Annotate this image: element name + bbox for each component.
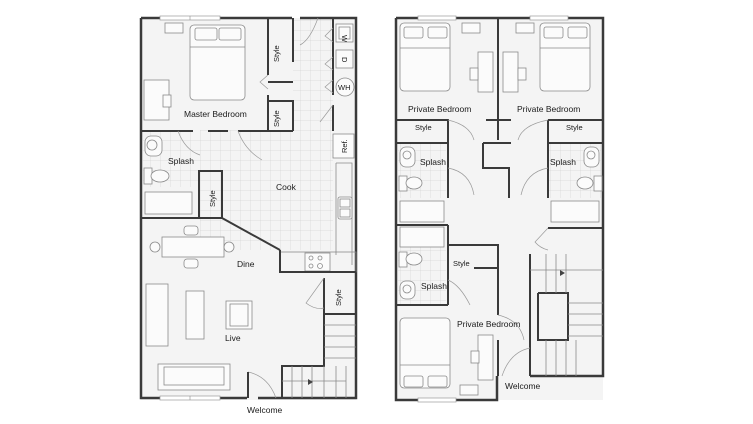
room-label-splash: Splash [168, 156, 194, 166]
room-label-style-closet-1: Style [272, 45, 281, 62]
bed [539, 22, 591, 92]
room-label-cook: Cook [276, 182, 297, 192]
room-label-style-hall: Style [208, 190, 217, 207]
bed [189, 24, 246, 101]
room-label-private-bedroom-3: Private Bedroom [457, 319, 520, 329]
first-floor-plan: Master Bedroom Style Style Splash Style … [139, 15, 358, 415]
room-label-splash-2: Splash [550, 157, 576, 167]
room-label-dine: Dine [237, 259, 255, 269]
room-label-live: Live [225, 333, 241, 343]
appliance-label-water-heater: WH [338, 83, 351, 92]
entrance-label-welcome: Welcome [505, 381, 541, 391]
dining-table [149, 225, 235, 269]
room-label-private-bedroom-2: Private Bedroom [517, 104, 580, 114]
room-label-style-entry: Style [334, 289, 343, 306]
appliance-label-refrigerator: Ref. [340, 139, 349, 153]
room-label-style-closet-2: Style [272, 110, 281, 127]
room-label-private-bedroom-1: Private Bedroom [408, 104, 471, 114]
room-label-master-bedroom: Master Bedroom [184, 109, 247, 119]
bed [399, 317, 451, 389]
room-label-style-1: Style [415, 123, 432, 132]
bed [399, 22, 451, 92]
room-label-splash-3: Splash [421, 281, 447, 291]
room-label-splash-1: Splash [420, 157, 446, 167]
room-label-style-2: Style [566, 123, 583, 132]
appliance-label-washer: W [340, 35, 349, 43]
second-floor-plan: Private Bedroom Private Bedroom Style St… [394, 15, 605, 403]
entrance-label-welcome: Welcome [247, 405, 283, 415]
appliance-label-dryer: D [340, 57, 349, 63]
room-label-style-3: Style [453, 259, 470, 268]
